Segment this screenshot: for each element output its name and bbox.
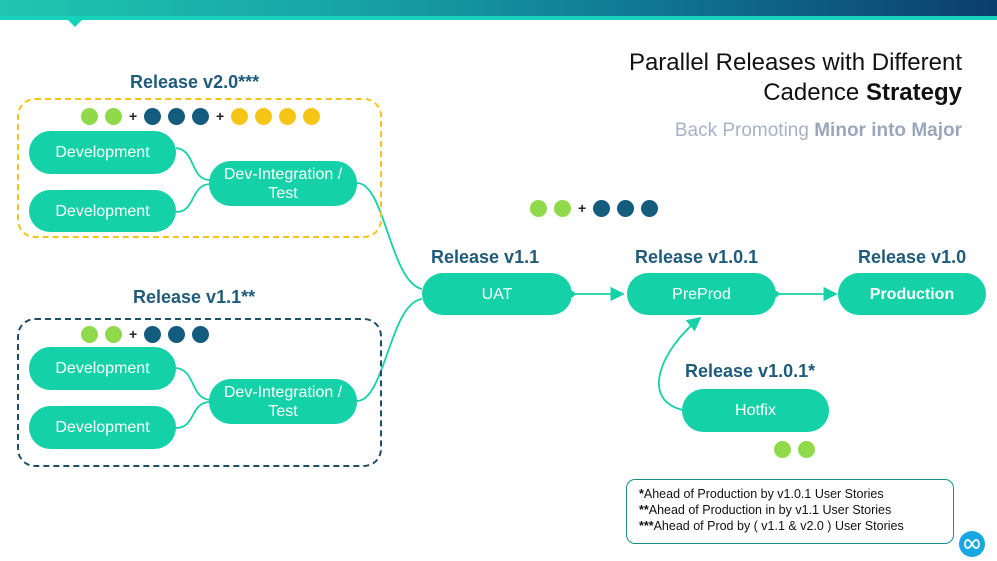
connector-v20-to-uat (356, 182, 423, 290)
yellow-dot (279, 107, 296, 125)
v11-development-2[interactable]: Development (29, 406, 176, 449)
connector-dev2-integration-v20 (175, 183, 211, 213)
navy-dot (168, 107, 185, 125)
connector-dev1-integration-v11 (175, 367, 211, 401)
preprod-release-label: Release v1.0.1 (635, 247, 759, 267)
hotfix-node[interactable]: Hotfix (682, 389, 829, 432)
navy-dot (617, 199, 634, 217)
production-release-label: Release v1.0 (858, 247, 967, 267)
footnote-2: **Ahead of Production in by v1.1 User St… (639, 503, 892, 517)
v20-development-2[interactable]: Development (29, 190, 176, 232)
production-node[interactable]: Production (838, 273, 986, 315)
navy-dot (192, 107, 209, 125)
footnote-3: ***Ahead of Prod by ( v1.1 & v2.0 ) User… (639, 519, 904, 533)
green-dot (798, 440, 815, 458)
plus-sign: + (129, 326, 138, 342)
release-v11-dots: + (81, 324, 209, 344)
pipeline-dots: + (530, 198, 658, 218)
navy-dot (593, 199, 610, 217)
connector-dev2-integration-v11 (175, 401, 211, 429)
page-subtitle: Back Promoting Minor into Major (674, 120, 962, 141)
yellow-dot (231, 107, 248, 125)
yellow-dot (303, 107, 320, 125)
green-dot (81, 107, 98, 125)
green-dot (105, 325, 122, 343)
title-line-2: Cadence Strategy (763, 79, 962, 106)
green-dot (774, 440, 791, 458)
navy-dot (641, 199, 658, 217)
page-title: Parallel Releases with Different Cadence… (629, 48, 962, 108)
hotfix-dots (774, 439, 815, 459)
connector-dev1-integration-v20 (175, 147, 211, 181)
green-dot (530, 199, 547, 217)
navy-dot (144, 107, 161, 125)
v11-dev-integration[interactable]: Dev-Integration / Test (209, 379, 357, 424)
header-bar (0, 0, 997, 16)
release-v20-label: Release v2.0*** (130, 72, 260, 92)
connector-hotfix-to-preprod (657, 316, 702, 411)
v11-development-1[interactable]: Development (29, 347, 176, 390)
title-line-1: Parallel Releases with Different (628, 49, 962, 76)
release-v20-dots: ++ (81, 106, 320, 126)
uat-release-label: Release v1.1 (431, 247, 540, 267)
navy-dot (192, 325, 209, 343)
footnote-1: *Ahead of Production by v1.0.1 User Stor… (639, 487, 884, 501)
hotfix-release-label: Release v1.0.1* (685, 361, 816, 381)
plus-sign: + (578, 200, 587, 216)
navy-dot (144, 325, 161, 343)
release-v20-group (17, 98, 382, 238)
header-accent-line (0, 16, 997, 20)
yellow-dot (255, 107, 272, 125)
green-dot (105, 107, 122, 125)
navy-dot (168, 325, 185, 343)
plus-sign: + (129, 108, 138, 124)
infinity-logo-icon (959, 531, 985, 557)
green-dot (554, 199, 571, 217)
connector-v11-to-uat (356, 298, 423, 402)
release-v11-group (17, 318, 382, 467)
footnotes-box: *Ahead of Production by v1.0.1 User Stor… (626, 479, 954, 544)
v20-development-1[interactable]: Development (29, 131, 176, 174)
plus-sign: + (216, 108, 225, 124)
header-notch (66, 18, 84, 27)
v20-dev-integration[interactable]: Dev-Integration / Test (209, 161, 357, 206)
release-v11-label: Release v1.1** (133, 287, 256, 307)
uat-node[interactable]: UAT (422, 273, 572, 315)
green-dot (81, 325, 98, 343)
preprod-node[interactable]: PreProd (627, 273, 776, 315)
